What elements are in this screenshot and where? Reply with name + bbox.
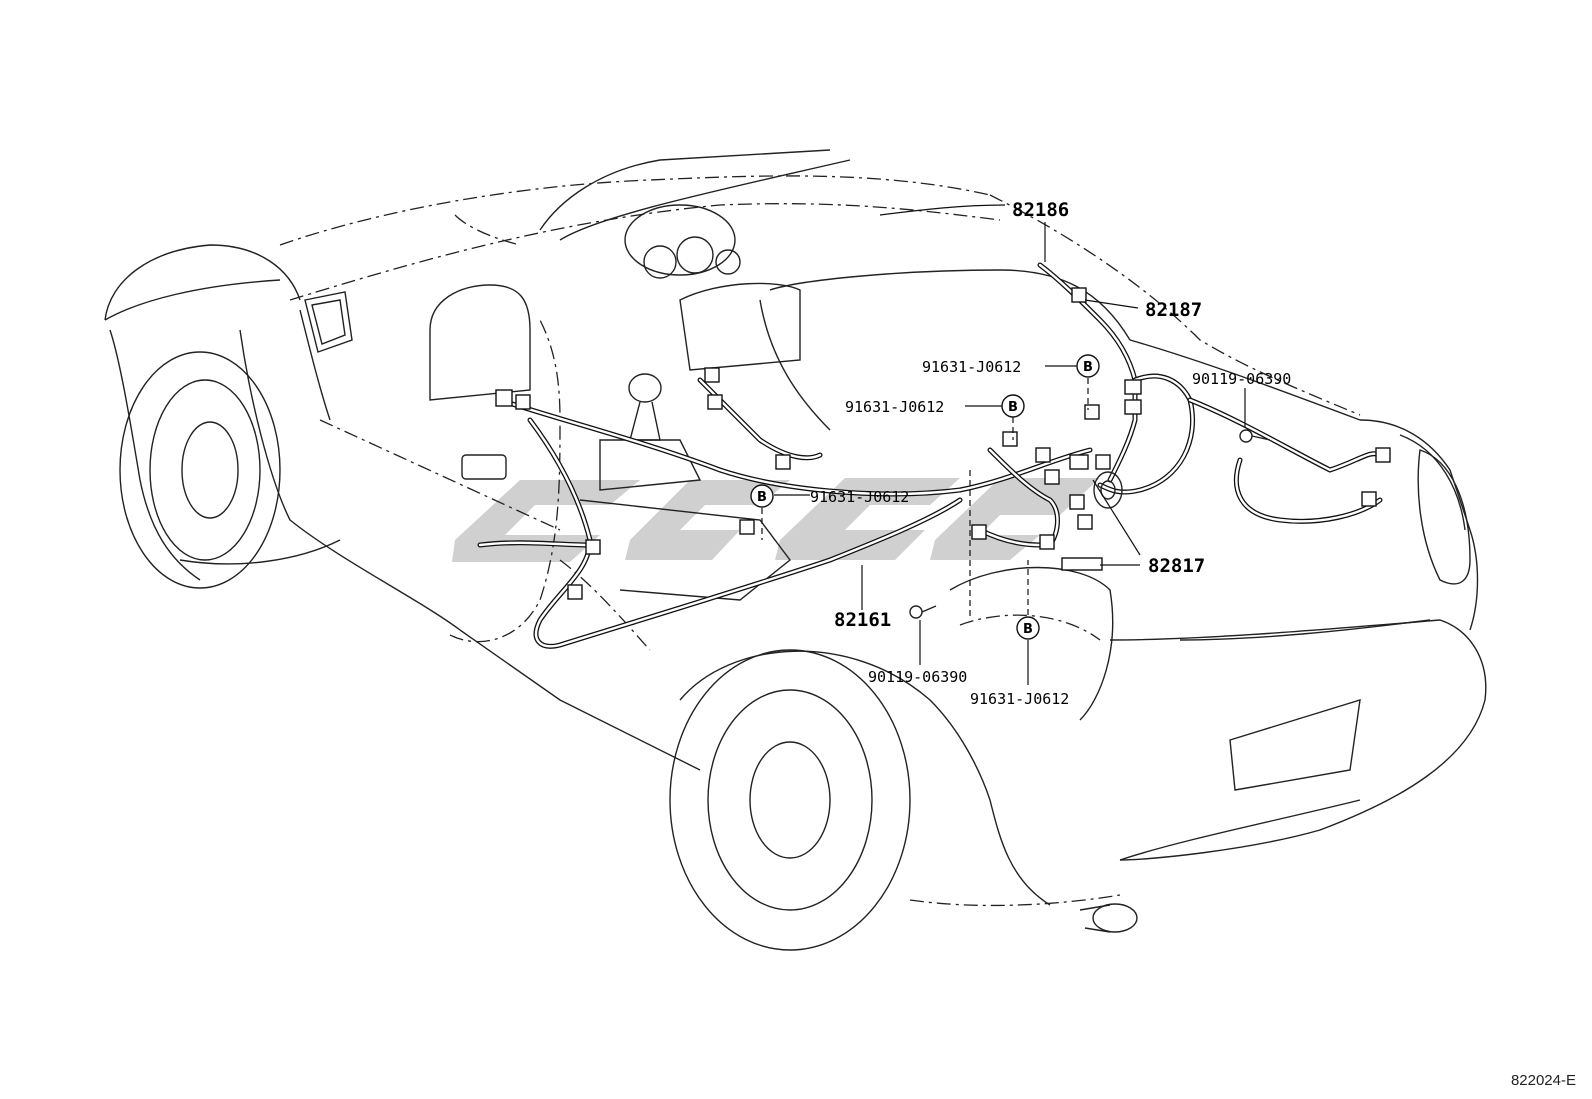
- connector: [1035, 447, 1051, 463]
- connector: [971, 524, 987, 540]
- car-body: [104, 149, 1487, 951]
- connector: [739, 519, 755, 535]
- part-label-82817[interactable]: 82817: [1148, 555, 1205, 577]
- connector: [707, 394, 723, 410]
- fastener-label[interactable]: 91631-J0612: [922, 358, 1021, 376]
- connector: [1084, 404, 1100, 420]
- part-label-82186[interactable]: 82186: [1012, 199, 1069, 221]
- connector: [567, 584, 583, 600]
- figure-code: 822024-E: [1510, 1072, 1576, 1089]
- connector: [1124, 379, 1142, 395]
- connector: [1375, 447, 1391, 463]
- callout-b-4: B: [1016, 616, 1040, 640]
- connector: [1069, 454, 1089, 470]
- connector: [1061, 557, 1103, 571]
- fastener-label[interactable]: 91631-J0612: [845, 398, 944, 416]
- connector: [495, 389, 513, 407]
- connector: [1095, 454, 1111, 470]
- connectors: [495, 287, 1391, 600]
- connector: [1069, 494, 1085, 510]
- exhaust-tip: [1092, 903, 1138, 933]
- callout-b-3: B: [750, 484, 774, 508]
- tail-light: [1417, 449, 1471, 585]
- fastener-label[interactable]: 90119-06390: [1192, 370, 1291, 388]
- connector: [1361, 491, 1377, 507]
- fastener-label[interactable]: 90119-06390: [868, 668, 967, 686]
- connector: [704, 367, 720, 383]
- door-handle: [461, 454, 507, 480]
- ground-wire: [1093, 471, 1123, 509]
- svg-text:B: B: [1023, 622, 1033, 637]
- connector: [775, 454, 791, 470]
- part-label-82187[interactable]: 82187: [1145, 299, 1202, 321]
- connector: [1039, 534, 1055, 550]
- bolt-icon: [909, 429, 1271, 619]
- leader-lines: [761, 204, 1246, 685]
- callout-b-2: B: [1001, 394, 1025, 418]
- side-mirror: [304, 291, 353, 353]
- svg-text:B: B: [1083, 360, 1093, 375]
- license-plate-area: [1229, 699, 1361, 791]
- svg-text:B: B: [757, 490, 767, 505]
- connector: [1044, 469, 1060, 485]
- connector: [585, 539, 601, 555]
- connector: [1071, 287, 1087, 303]
- svg-text:B: B: [1008, 400, 1018, 415]
- fastener-label[interactable]: 91631-J0612: [810, 488, 909, 506]
- fastener-label[interactable]: 91631-J0612: [970, 690, 1069, 708]
- part-label-82161[interactable]: 82161: [834, 609, 891, 631]
- callout-b-1: B: [1076, 354, 1100, 378]
- watermark-logo: [452, 478, 1100, 562]
- connector: [1124, 399, 1142, 415]
- connector: [515, 394, 531, 410]
- connector: [1077, 514, 1093, 530]
- connector: [1002, 431, 1018, 447]
